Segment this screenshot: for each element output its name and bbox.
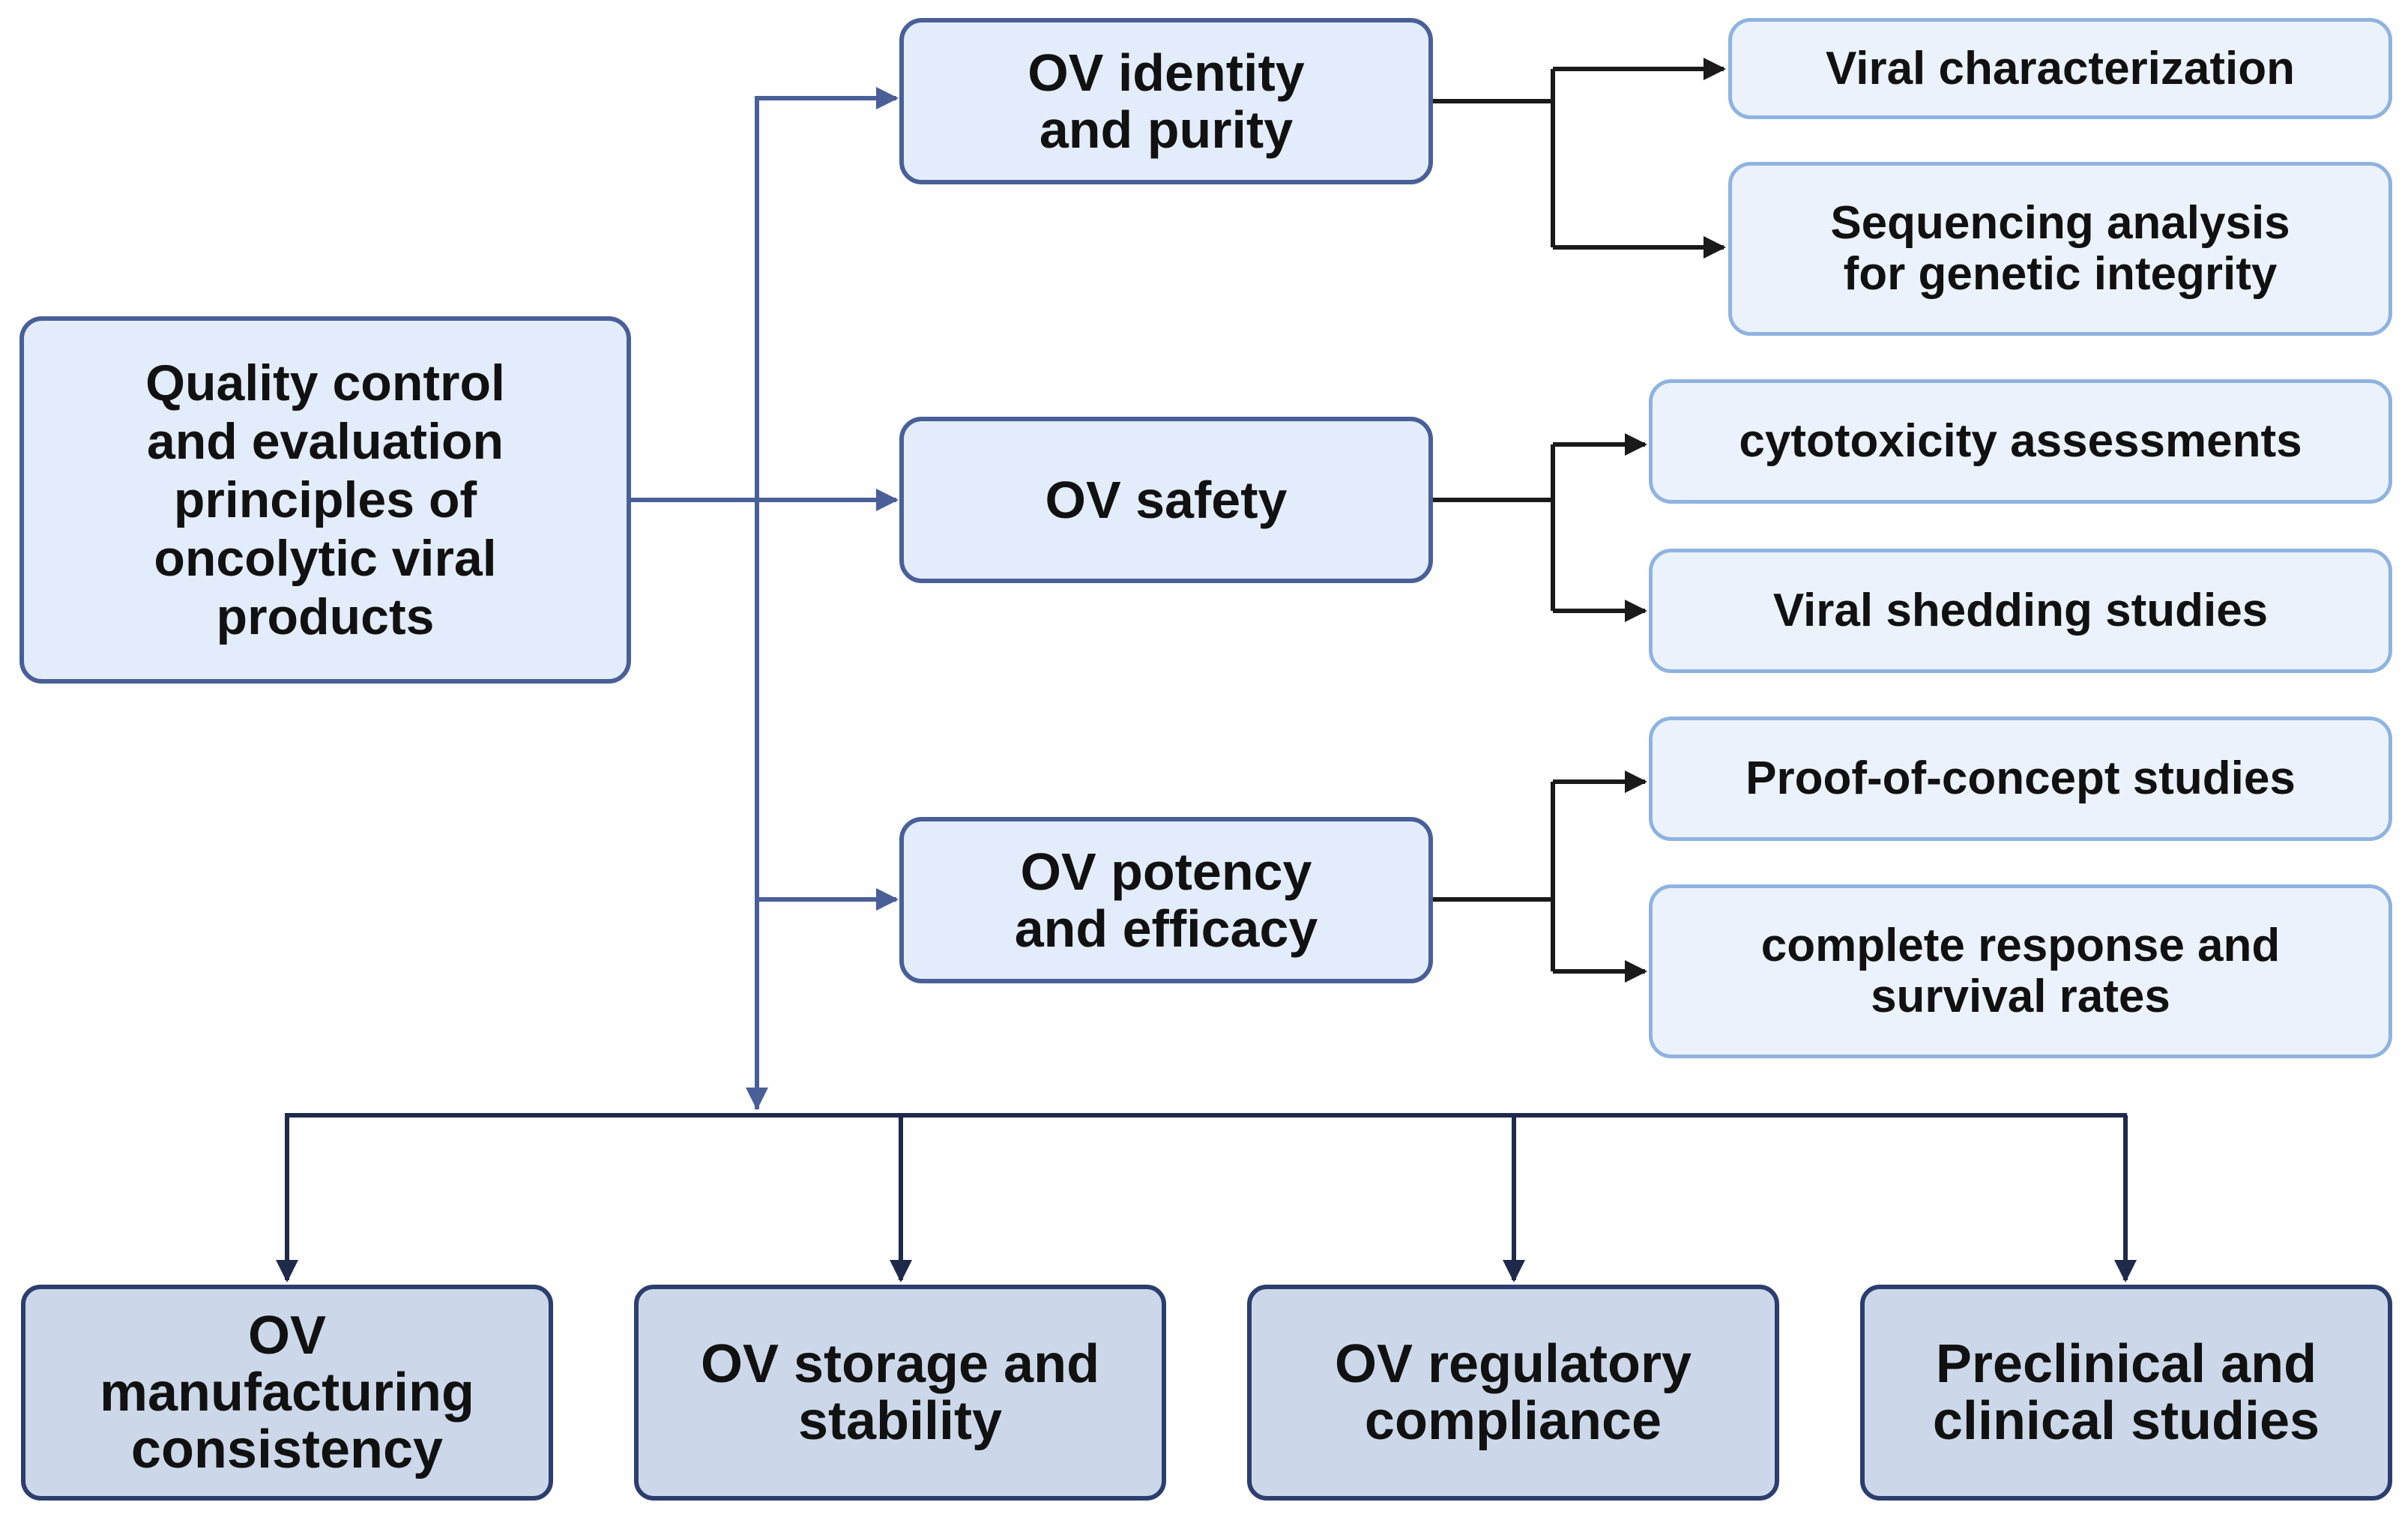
bottom-label: Preclinical and clinical studies [1932,1334,2320,1451]
branch-identity-label: OV identity and purity [1028,43,1305,159]
leaf-complete-response: complete response and survival rates [1649,884,2392,1058]
leaf-proof-of-concept: Proof-of-concept studies [1649,717,2392,841]
bottom-label: OV manufacturing consistency [99,1306,475,1480]
leaf-cytotoxicity-assessments: cytotoxicity assessments [1649,379,2392,504]
leaf-label: Viral shedding studies [1772,585,2269,636]
branch-potency-label: OV potency and efficacy [1014,842,1318,958]
branch-potency-box: OV potency and efficacy [899,817,1433,983]
bottom-storage-box: OV storage and stability [634,1285,1166,1501]
leaf-label: Sequencing analysis for genetic integrit… [1830,197,2290,300]
bottom-regulatory-box: OV regulatory compliance [1247,1285,1779,1501]
bottom-label: OV storage and stability [700,1334,1100,1451]
root-box: Quality control and evaluation principle… [19,316,631,684]
leaf-label: Viral characterization [1825,42,2296,94]
branch-identity-box: OV identity and purity [899,18,1433,184]
root-label: Quality control and evaluation principle… [145,355,505,645]
trunk-vertical-line [755,87,899,1109]
leaf-label: Proof-of-concept studies [1745,753,2296,804]
bottom-preclinical-box: Preclinical and clinical studies [1860,1285,2392,1501]
leaf-viral-characterization: Viral characterization [1728,18,2392,119]
bottom-manufacturing-box: OV manufacturing consistency [21,1285,553,1501]
bottom-label: OV regulatory compliance [1334,1334,1692,1451]
branch-safety-box: OV safety [899,417,1433,583]
leaf-sequencing-analysis: Sequencing analysis for genetic integrit… [1728,162,2392,336]
leaf-label: complete response and survival rates [1760,920,2281,1022]
leaf-viral-shedding: Viral shedding studies [1649,549,2392,673]
branch-safety-label: OV safety [1045,471,1288,529]
leaf-label: cytotoxicity assessments [1739,415,2302,467]
